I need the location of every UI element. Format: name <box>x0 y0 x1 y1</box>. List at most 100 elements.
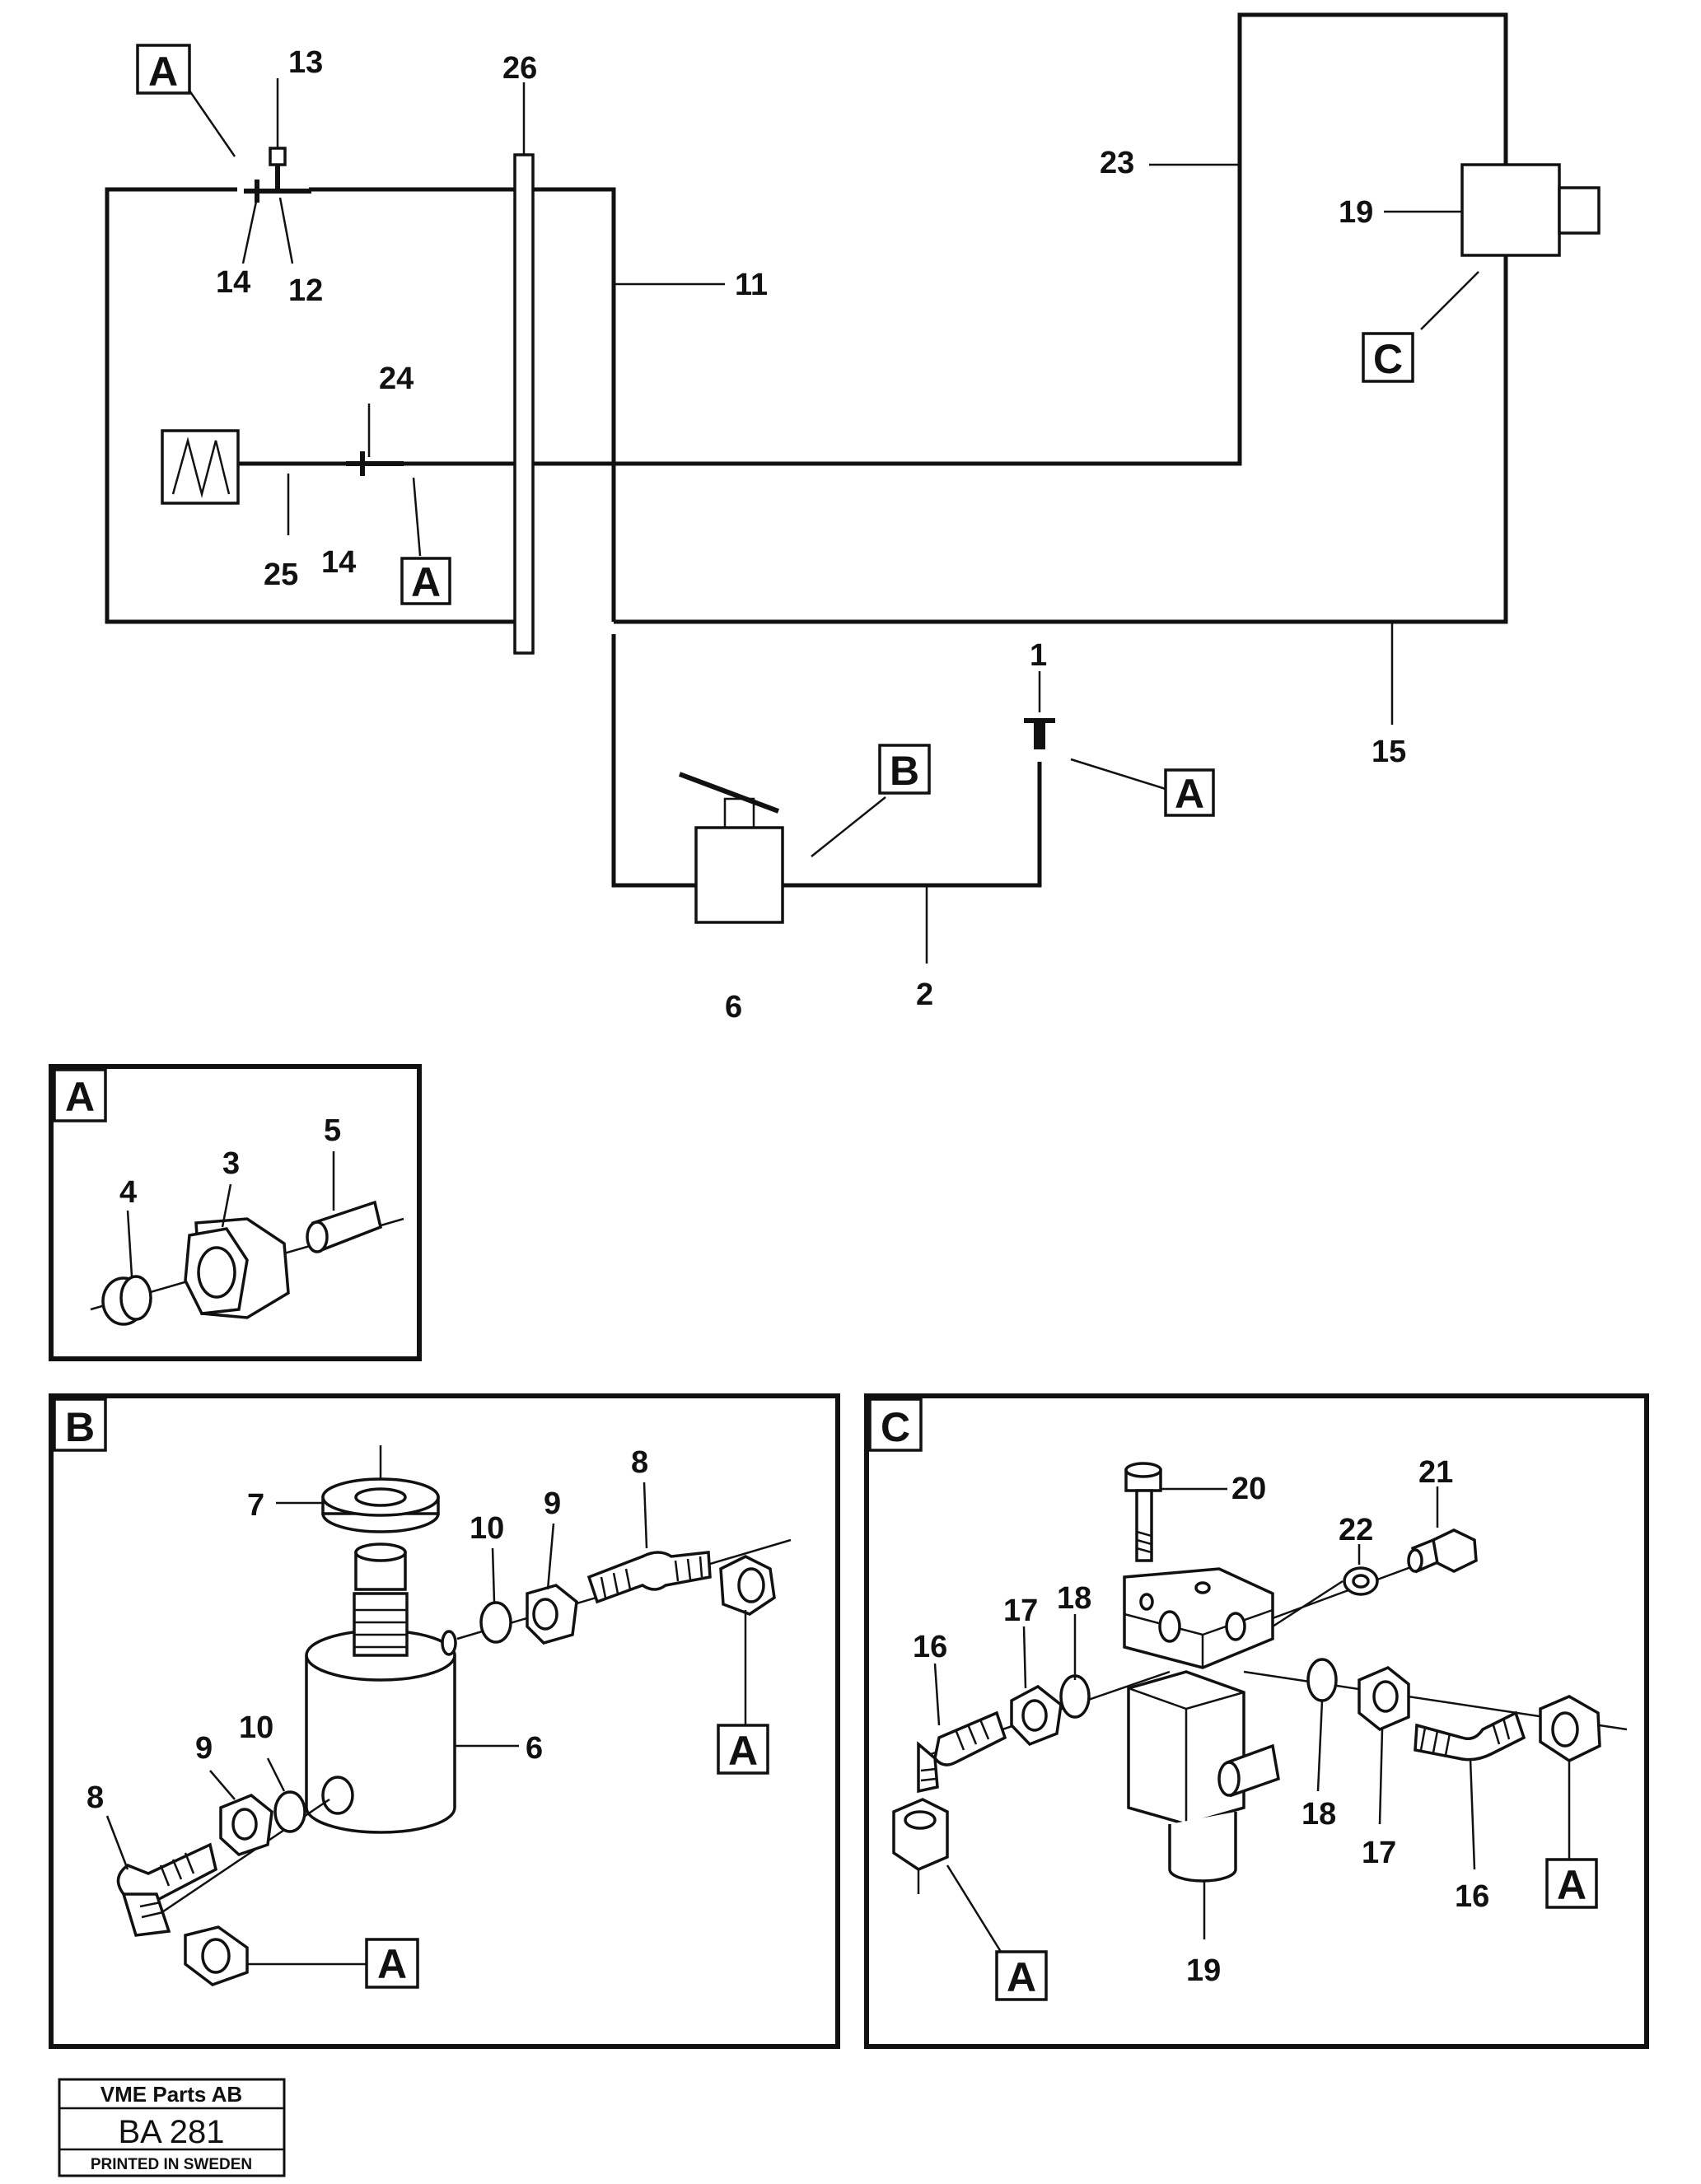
callout-6: 6 <box>725 990 742 1024</box>
callout-13: 13 <box>288 45 323 80</box>
callout-1: 1 <box>1030 638 1047 673</box>
line-2 <box>783 762 1042 888</box>
callout-11: 11 <box>735 268 768 302</box>
callout-23: 23 <box>1100 146 1134 180</box>
elbow-16-right <box>1414 1710 1526 1762</box>
washer-18-left <box>1059 1674 1091 1719</box>
connector-24 <box>346 451 404 476</box>
callout-3: 3 <box>222 1146 240 1181</box>
svg-text:C: C <box>881 1404 910 1450</box>
callout-12: 12 <box>288 273 323 308</box>
washer-10-left <box>273 1790 306 1833</box>
washer-18-right <box>1306 1658 1338 1702</box>
elbow-8-left <box>116 1842 218 1937</box>
washer-10-right <box>479 1601 512 1644</box>
plug-21 <box>1407 1528 1478 1574</box>
schematic: 13 26 23 19 11 14 12 24 25 14 15 1 6 2 A… <box>105 12 1601 1024</box>
svg-text:A: A <box>1175 771 1204 817</box>
solenoid-valve-body-19 <box>1123 1567 1280 1883</box>
hex-nut-left <box>184 1925 249 1986</box>
nut-17-left <box>1010 1684 1063 1747</box>
line-11 <box>611 634 696 888</box>
drawing-code: BA 281 <box>118 2114 224 2150</box>
callout-20: 20 <box>1231 1472 1266 1506</box>
callout-17-left: 17 <box>1003 1594 1038 1628</box>
tag-c-top: C <box>1362 332 1414 383</box>
nut-17-right <box>1358 1665 1410 1732</box>
svg-text:A: A <box>65 1074 95 1120</box>
detail-a-panel: A 4 3 5 <box>49 1064 422 1361</box>
leaders <box>188 78 1479 964</box>
svg-text:A: A <box>728 1728 758 1774</box>
line-24 <box>404 12 1508 466</box>
printed-note: PRINTED IN SWEDEN <box>91 2156 252 2173</box>
tag-c-a-right: A <box>1545 1858 1598 1909</box>
callout-8-left: 8 <box>86 1780 104 1815</box>
hex-nut-c-right <box>1539 1695 1601 1763</box>
svg-text:B: B <box>890 748 919 794</box>
callout-24: 24 <box>379 362 414 396</box>
svg-text:A: A <box>377 1941 407 1987</box>
callout-10-right: 10 <box>470 1511 504 1546</box>
sleeve-5 <box>306 1200 383 1253</box>
callout-5: 5 <box>324 1113 341 1148</box>
callout-9-left: 9 <box>195 1731 213 1766</box>
tag-a-right: A <box>1164 768 1215 817</box>
line-12 <box>105 187 515 624</box>
callout-14-mid: 14 <box>321 545 356 580</box>
solenoid-valve-19 <box>1460 163 1601 257</box>
callout-6-detail: 6 <box>526 1731 543 1766</box>
valve-cap <box>354 1542 407 1591</box>
detail-b-panel: B <box>49 1393 840 2049</box>
svg-text:A: A <box>1557 1862 1587 1908</box>
hex-nut-c-left <box>892 1798 949 1871</box>
bolt-20 <box>1124 1462 1162 1562</box>
nut-9-right <box>526 1584 578 1645</box>
spring-unit <box>161 429 240 505</box>
svg-text:C: C <box>1373 336 1403 382</box>
callout-17-right: 17 <box>1362 1836 1396 1870</box>
tag-b-top: B <box>878 744 931 795</box>
tag-a-mid: A <box>400 557 451 605</box>
seal-ring-4 <box>101 1275 152 1326</box>
callout-8-right: 8 <box>631 1445 648 1480</box>
callout-22: 22 <box>1339 1513 1373 1547</box>
callout-19-detail: 19 <box>1186 1953 1221 1988</box>
callout-21: 21 <box>1418 1455 1453 1490</box>
svg-text:A: A <box>411 559 441 605</box>
callout-15: 15 <box>1372 735 1406 769</box>
svg-text:B: B <box>65 1404 95 1450</box>
line-15 <box>614 255 1508 624</box>
detail-c-panel: C <box>864 1393 1649 2049</box>
title-block: VME Parts AB BA 281 PRINTED IN SWEDEN <box>58 2078 286 2177</box>
callout-16-left: 16 <box>913 1630 947 1664</box>
callout-9-right: 9 <box>544 1486 561 1521</box>
bulkhead-plate <box>513 153 535 655</box>
callout-16-right: 16 <box>1455 1879 1489 1914</box>
svg-text:A: A <box>1007 1954 1036 2000</box>
tag-a-top: A <box>136 44 191 95</box>
callout-7: 7 <box>247 1488 264 1523</box>
callout-26: 26 <box>502 51 537 86</box>
callout-10-left: 10 <box>239 1710 273 1745</box>
company-name: VME Parts AB <box>100 2082 242 2107</box>
callout-18-right: 18 <box>1301 1797 1336 1832</box>
elbow-8-right <box>586 1551 712 1604</box>
callout-18-left: 18 <box>1057 1581 1091 1616</box>
tag-b-a-left: A <box>365 1938 419 1989</box>
callout-25: 25 <box>264 558 298 592</box>
hex-nut-3 <box>184 1217 290 1319</box>
hex-nut-right <box>719 1555 776 1616</box>
callout-14-top: 14 <box>216 265 250 300</box>
callout-19-top: 19 <box>1339 195 1373 230</box>
pedal-valve-6 <box>678 772 784 924</box>
svg-text:A: A <box>148 49 178 95</box>
washer-22 <box>1343 1566 1379 1596</box>
nut-9-left <box>219 1793 273 1856</box>
valve-body-6 <box>305 1592 457 1834</box>
tag-b-a-right: A <box>717 1724 769 1775</box>
lock-nut-7 <box>321 1477 440 1533</box>
tee-fitting-12 <box>244 147 311 203</box>
callout-4: 4 <box>119 1175 137 1210</box>
